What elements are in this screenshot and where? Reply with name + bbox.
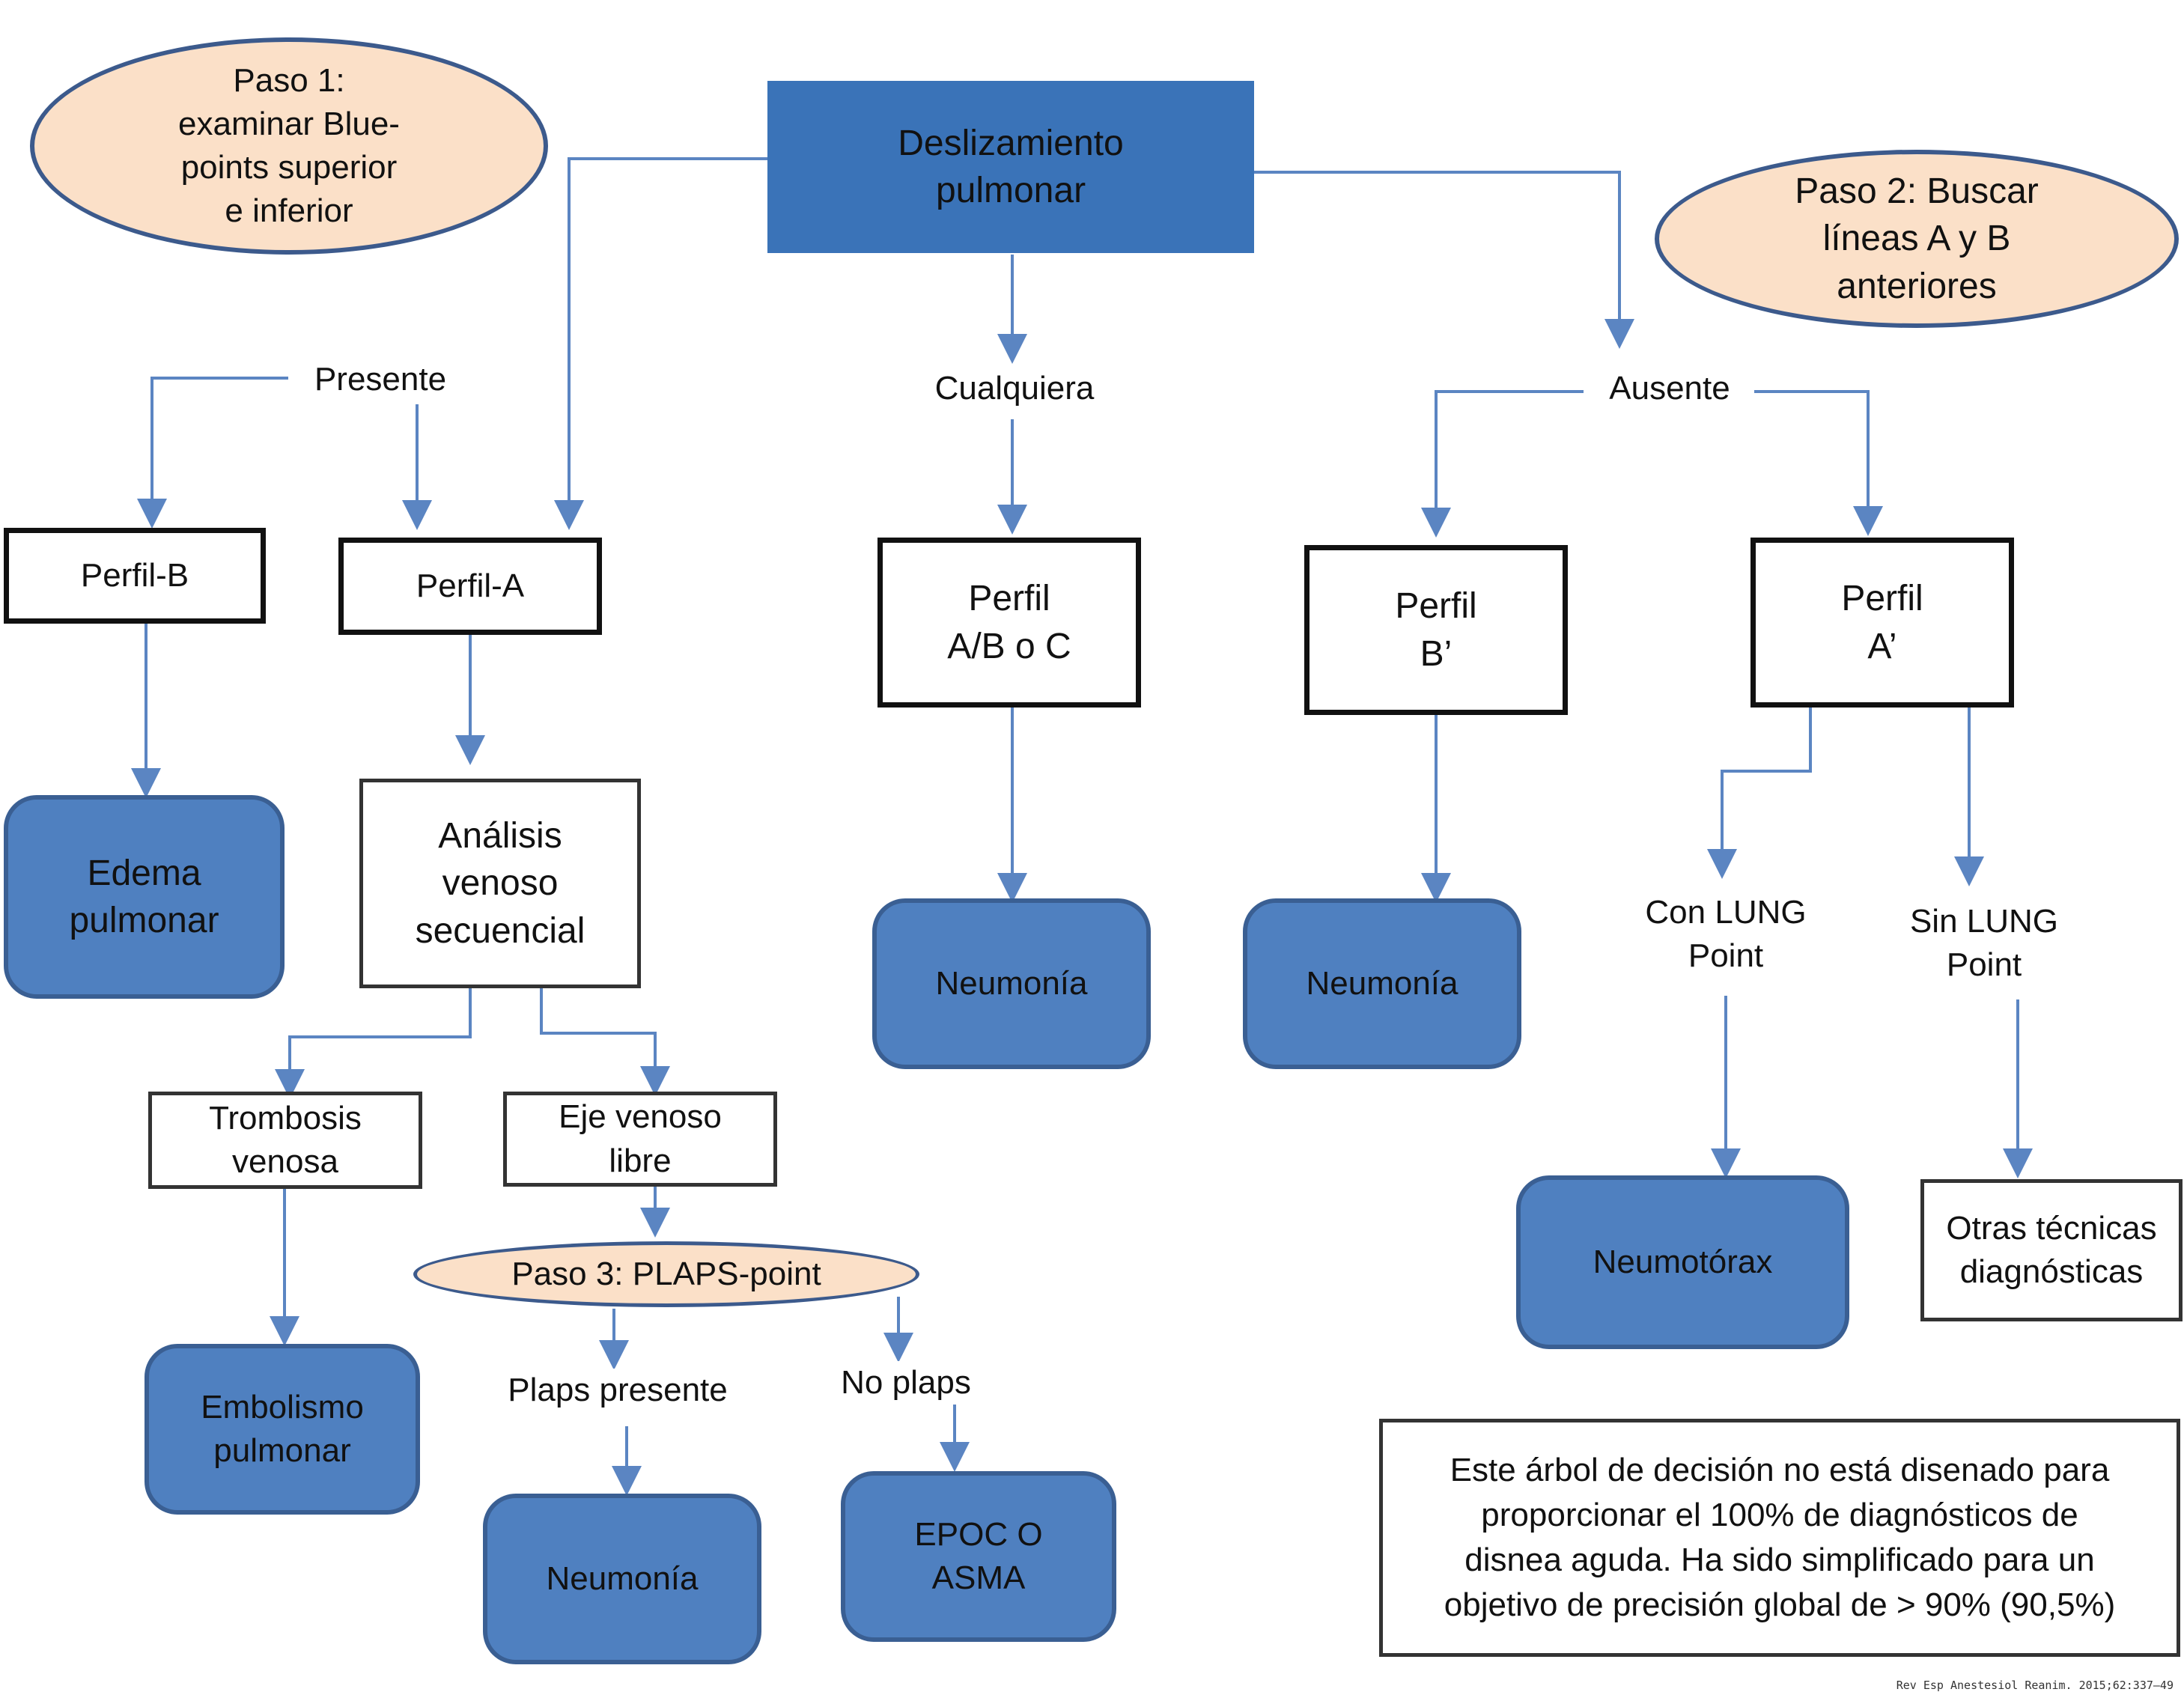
diagnosis-copd-asthma: EPOC O ASMA — [841, 1471, 1116, 1642]
edge-analysis-to-thrombosis — [275, 988, 472, 1099]
root-lung-sliding: Deslizamiento pulmonar — [767, 81, 1254, 253]
edge-ausente-to-perfil-a-prime — [1754, 390, 1883, 536]
edge-ausente-to-perfil-b-prime — [1421, 390, 1584, 538]
branch-no-plaps: No plaps — [816, 1361, 996, 1405]
free-venous-axis-box: Eje venoso libre — [503, 1092, 777, 1187]
diagnosis-other-techniques: Otras técnicas diagnósticas — [1920, 1179, 2183, 1321]
profile-a-box: Perfil-A — [338, 538, 602, 635]
disclaimer-note: Este árbol de decisión no está disenado … — [1379, 1419, 2180, 1657]
profile-ab-c-box: Perfil A/B o C — [877, 538, 1141, 708]
thrombosis-box: Trombosis venosa — [148, 1092, 422, 1189]
diagnosis-pneumonia-plaps: Neumonía — [483, 1494, 761, 1664]
branch-cualquiera: Cualquiera — [928, 367, 1101, 411]
branch-ausente: Ausente — [1587, 367, 1752, 411]
branch-con-lung-point: Con LUNG Point — [1617, 891, 1834, 979]
diagnosis-pneumonia-ab: Neumonía — [872, 898, 1151, 1069]
step2-ellipse: Paso 2: Buscar líneas A y B anteriores — [1655, 150, 2179, 328]
edge-perfil-a-prime-to-con-lung — [1707, 708, 1812, 879]
profile-b-prime-box: Perfil B’ — [1304, 545, 1568, 715]
step3-ellipse: Paso 3: PLAPS-point — [413, 1241, 919, 1307]
step1-ellipse: Paso 1: examinar Blue- points superior e… — [30, 37, 548, 255]
edge-root-to-ausente — [1254, 171, 1634, 349]
branch-plaps-presente: Plaps presente — [487, 1369, 749, 1413]
profile-b-box: Perfil-B — [4, 528, 266, 624]
profile-a-prime-box: Perfil A’ — [1750, 538, 2014, 708]
branch-sin-lung-point: Sin LUNG Point — [1887, 900, 2081, 988]
diagnosis-pneumothorax: Neumotórax — [1516, 1175, 1849, 1349]
diagnosis-pneumonia-b-prime: Neumonía — [1243, 898, 1521, 1069]
edge-presente-to-perfil-b — [137, 377, 288, 529]
edge-analysis-to-free-axis — [540, 988, 670, 1096]
diagnosis-edema: Edema pulmonar — [4, 795, 285, 999]
diagnosis-embolism: Embolismo pulmonar — [145, 1344, 420, 1515]
citation: Rev Esp Anestesiol Reanim. 2015;62:337–4… — [1896, 1679, 2174, 1692]
venous-analysis-box: Análisis venoso secuencial — [359, 779, 641, 988]
branch-presente: Presente — [294, 358, 466, 402]
edge-root-to-perfil-a — [554, 157, 767, 530]
